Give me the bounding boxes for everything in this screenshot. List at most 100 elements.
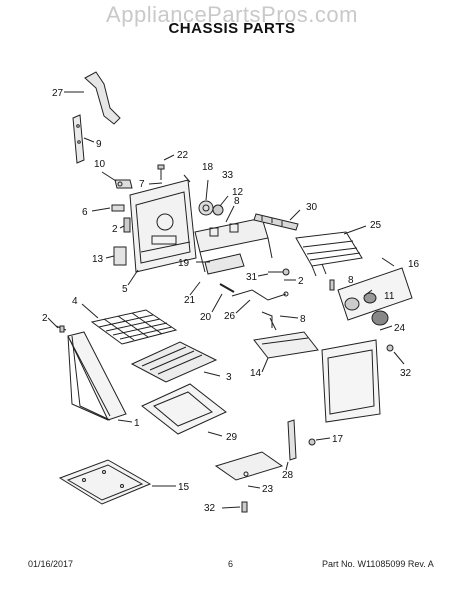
leader-3 [203, 371, 221, 377]
callout-14: 14 [250, 368, 262, 379]
callout-2c: 2 [42, 313, 48, 324]
leader-29 [207, 431, 223, 437]
callout-9: 9 [96, 139, 102, 150]
footer-page-number: 6 [228, 559, 234, 569]
part-2-screw-a [123, 217, 131, 233]
callout-23: 23 [262, 484, 274, 495]
leader-25 [343, 225, 367, 235]
leader-17 [315, 437, 331, 441]
part-29-tray [141, 383, 227, 435]
callout-31: 31 [246, 272, 258, 283]
part-9-rail [72, 114, 85, 164]
part-23-base [214, 451, 284, 481]
part-17 [308, 438, 316, 446]
callout-16: 16 [408, 259, 420, 270]
part-valve-assembly [194, 217, 273, 275]
callout-32a: 32 [400, 368, 412, 379]
leader-28 [285, 461, 289, 471]
part-31 [268, 268, 290, 276]
callout-29: 29 [226, 432, 238, 443]
part-24-side-panel [321, 339, 381, 423]
leader-6 [91, 207, 111, 212]
page-title: CHASSIS PARTS [168, 20, 296, 37]
callout-6: 6 [82, 207, 88, 218]
part-32-screw-b [241, 501, 248, 513]
part-12 [212, 204, 224, 216]
leader-14 [261, 357, 269, 373]
part-13 [113, 246, 127, 266]
callout-3: 3 [226, 372, 232, 383]
leader-32a [393, 351, 405, 365]
part-22-screw [157, 164, 165, 180]
callout-12: 12 [232, 187, 244, 198]
callout-4: 4 [72, 296, 78, 307]
part-4-rack [90, 309, 178, 345]
callout-2a: 2 [112, 224, 118, 235]
part-11-knobs [344, 292, 389, 326]
callout-17: 17 [332, 434, 344, 445]
callout-22: 22 [177, 150, 189, 161]
callout-7: 7 [139, 179, 145, 190]
callout-1: 1 [134, 418, 140, 429]
leader-8c [279, 315, 299, 319]
leader-2c [47, 317, 59, 329]
callout-18: 18 [202, 162, 214, 173]
leader-24 [379, 325, 393, 331]
leader-4 [81, 303, 99, 319]
callout-19: 19 [178, 258, 190, 269]
leader-22 [163, 154, 175, 161]
leader-16 [381, 257, 395, 267]
leader-31 [257, 273, 269, 277]
part-3-cover [130, 341, 218, 383]
part-8c [261, 311, 277, 331]
leader-21 [189, 281, 201, 296]
callout-5: 5 [122, 284, 128, 295]
leader-20 [211, 293, 223, 313]
leader-2a [119, 225, 125, 229]
callout-8c: 8 [300, 314, 306, 325]
part-28-bracket [287, 419, 297, 461]
leader-30 [289, 209, 301, 221]
part-32-screw-a [386, 344, 394, 352]
callout-25: 25 [370, 220, 382, 231]
callout-13: 13 [92, 254, 104, 265]
part-6 [111, 204, 125, 212]
footer-part-number: Part No. W11085099 Rev. A [322, 559, 434, 569]
leader-33 [205, 179, 209, 201]
callout-8b: 8 [348, 275, 354, 286]
leader-8a [225, 205, 235, 223]
watermark: AppliancePartsPros.com [106, 2, 358, 27]
part-15-pan [58, 459, 152, 505]
leader-1 [117, 419, 133, 423]
leader-9 [83, 137, 95, 143]
part-30-bar [253, 213, 299, 231]
leader-11 [363, 289, 373, 297]
part-8-screw-b [329, 279, 335, 291]
callout-8a: 8 [234, 196, 240, 207]
leader-5 [127, 269, 139, 286]
footer-date: 01/16/2017 [28, 559, 74, 569]
callout-11: 11 [384, 291, 395, 302]
part-20 [219, 283, 235, 293]
leader-12 [219, 195, 229, 207]
leader-18 [183, 174, 191, 183]
callout-2b: 2 [298, 276, 304, 287]
callout-26: 26 [224, 311, 236, 322]
callout-33: 33 [222, 170, 234, 181]
leader-26 [235, 299, 251, 314]
callout-24: 24 [394, 323, 406, 334]
part-14-plate [253, 331, 319, 359]
part-10 [114, 179, 133, 189]
leader-10 [101, 171, 117, 182]
leader-32b [221, 506, 241, 509]
leader-13 [105, 255, 115, 259]
part-25-element [295, 231, 363, 277]
callout-28: 28 [282, 470, 294, 481]
part-27-bracket [84, 71, 121, 125]
callout-10: 10 [94, 159, 106, 170]
part-2-screw-c [55, 325, 67, 333]
callout-15: 15 [178, 482, 190, 493]
leader-7 [148, 182, 163, 185]
callout-27: 27 [52, 88, 64, 99]
part-33 [198, 200, 214, 216]
